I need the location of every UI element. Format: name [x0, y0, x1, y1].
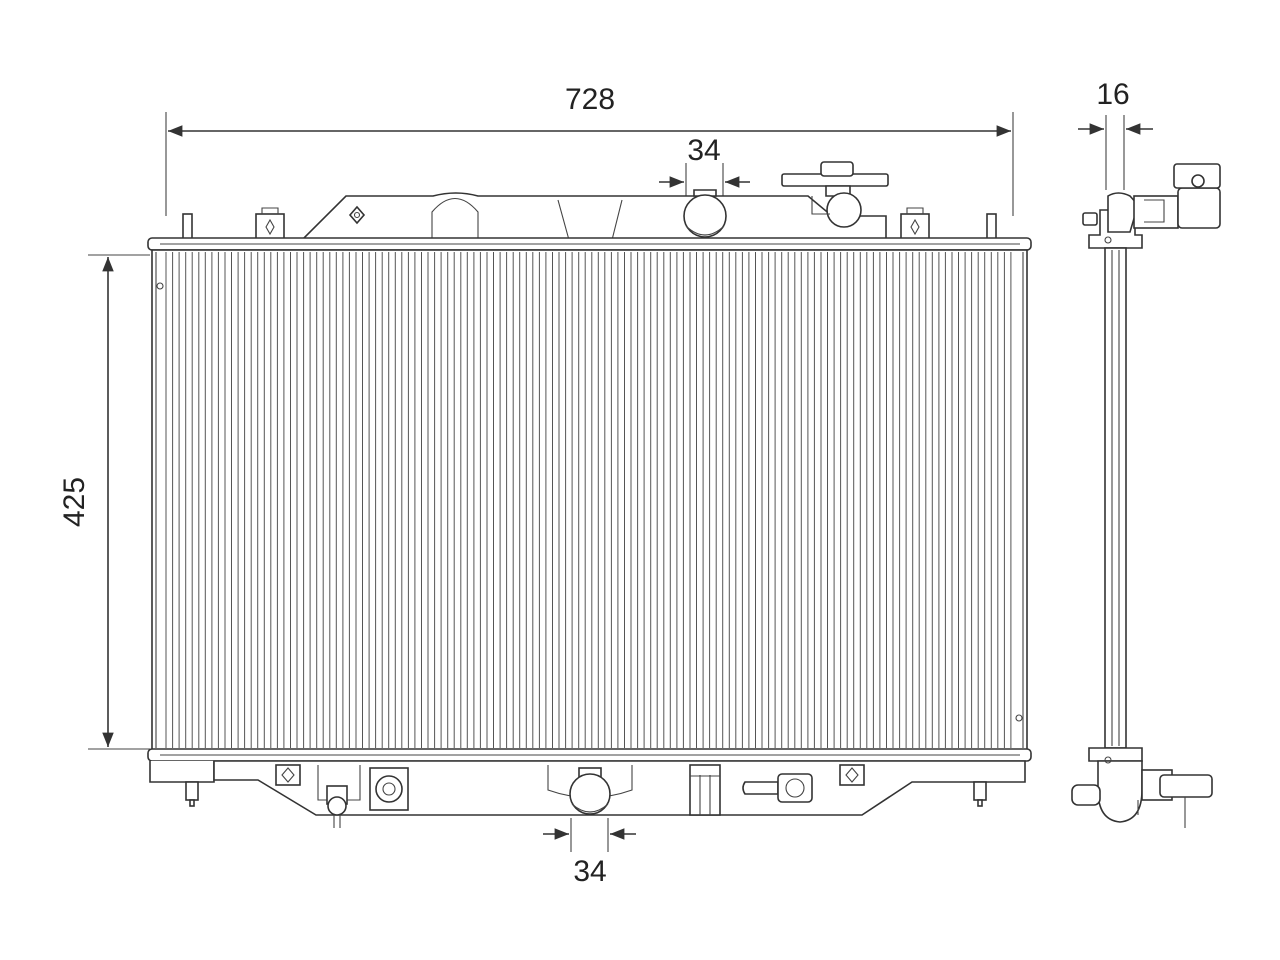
radiator-front-view: [147, 161, 1032, 828]
lower-tank: [147, 748, 1032, 828]
core-fins: [165, 252, 1012, 748]
dimension-inlet: 34: [659, 134, 750, 204]
dimension-width: 728: [165, 83, 1014, 216]
inlet-pipe: [683, 189, 727, 238]
dimension-width-label: 728: [565, 83, 615, 116]
dimension-height-label: 425: [58, 477, 91, 527]
filler-neck-cap: [781, 161, 889, 228]
radiator-core: [151, 249, 1028, 751]
dimension-thickness-label: 16: [1096, 78, 1129, 111]
dimension-outlet-label: 34: [573, 855, 606, 888]
upper-tank: [147, 192, 1032, 251]
dimension-outlet: 34: [543, 818, 636, 888]
dimension-thickness: 16: [1078, 78, 1153, 190]
dimension-inlet-label: 34: [687, 134, 720, 167]
dimension-height: 425: [58, 254, 150, 750]
radiator-side-view: [1071, 163, 1221, 828]
